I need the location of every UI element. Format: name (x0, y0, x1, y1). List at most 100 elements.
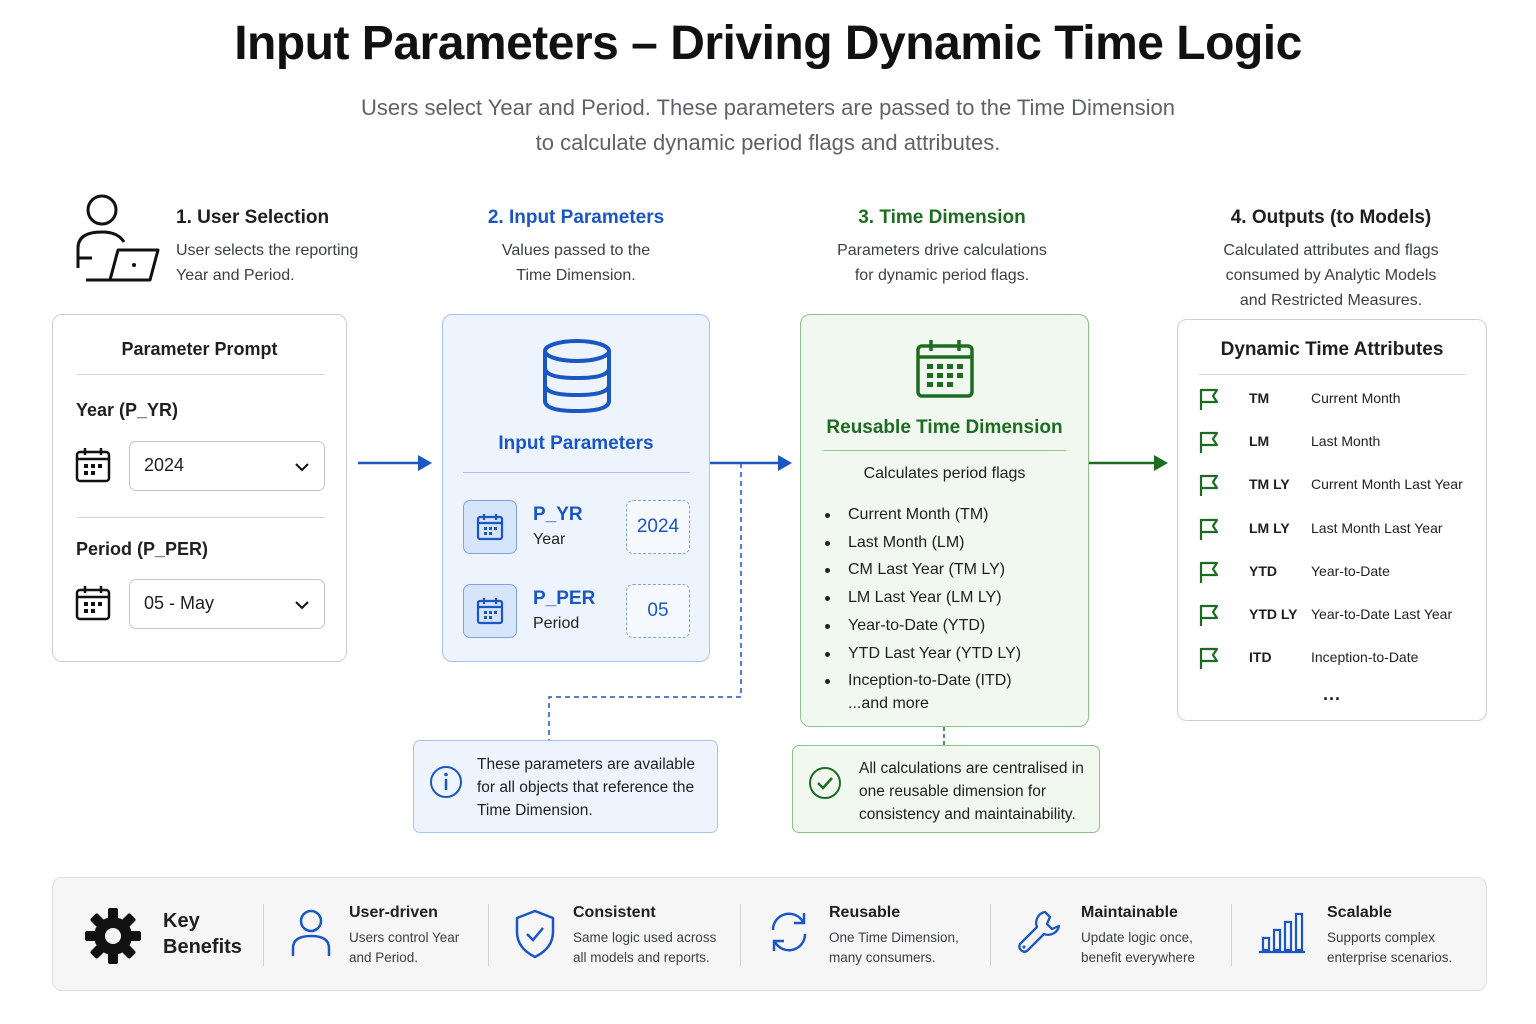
period-select[interactable]: 05 - May (129, 579, 325, 629)
key-benefits-title-line: Key (163, 910, 200, 932)
list-item: Inception-to-Date (ITD) (823, 667, 1021, 695)
benefit-desc: Supports complex enterprise scenarios. (1327, 930, 1453, 965)
calendar-icon (75, 586, 111, 621)
list-item: YTD Last Year (YTD LY) (823, 640, 1021, 668)
benefit-title: Consistent (573, 904, 656, 921)
attribute-name: Current Month (1311, 390, 1401, 406)
divider (77, 517, 325, 518)
benefit-desc: Same logic used across all models and re… (573, 930, 717, 965)
year-select-value: 2024 (144, 455, 185, 475)
period-flag-list: Current Month (TM) Last Month (LM) CM La… (823, 501, 1021, 695)
key-benefits-title: Key Benefits (163, 908, 242, 960)
step-4-desc-line: consumed by Analytic Models (1225, 267, 1437, 284)
step-1-title: 1. User Selection (176, 207, 330, 228)
benefit-desc: One Time Dimension, many consumers. (829, 930, 959, 965)
info-icon (430, 766, 462, 798)
list-item: CM Last Year (TM LY) (823, 556, 1021, 584)
param-year-icon-box (463, 500, 517, 554)
flag-icon (1199, 518, 1219, 540)
flag-icon (1199, 561, 1219, 583)
flag-icon (1199, 604, 1219, 626)
key-benefits-bar: Key Benefits User-driven Users control Y… (52, 877, 1487, 991)
gear-icon (85, 908, 141, 964)
flag-label: Last Month (LM) (848, 533, 965, 551)
divider (1199, 374, 1466, 375)
step-4-header: 4. Outputs (to Models) Calculated attrib… (1176, 206, 1486, 313)
calendar-icon (476, 514, 504, 541)
wrench-icon (1018, 910, 1061, 953)
year-select[interactable]: 2024 (129, 441, 325, 491)
step-2-desc-line: Time Dimension. (516, 267, 636, 284)
list-item: Last Month (LM) (823, 529, 1021, 557)
step-2-desc: Values passed to the Time Dimension. (436, 238, 716, 288)
param-year-value: 2024 (626, 500, 690, 554)
dynamic-time-attributes-card: Dynamic Time Attributes ... TM Current Mo… (1177, 319, 1487, 721)
param-period-value: 05 (626, 584, 690, 638)
list-item: LM Last Year (LM LY) (823, 584, 1021, 612)
step-1-desc-line: Year and Period. (176, 267, 295, 284)
attribute-name: Year-to-Date (1311, 562, 1390, 579)
parameters-availability-note: These parameters are available for all o… (413, 740, 718, 833)
shield-check-icon (515, 909, 555, 959)
dynamic-time-attributes-title: Dynamic Time Attributes (1220, 339, 1444, 360)
attribute-name: Year-to-Date Last Year (1311, 606, 1453, 622)
database-icon (543, 339, 611, 413)
divider (77, 374, 325, 375)
step-4-desc-line: and Restricted Measures. (1239, 292, 1423, 309)
subtitle-line-1: Users select Year and Period. These para… (360, 95, 1176, 120)
divider (463, 472, 690, 473)
attribute-name: Inception-to-Date (1311, 649, 1419, 666)
page-subtitle: Users select Year and Period. These para… (318, 90, 1218, 160)
flag-label: Year-to-Date (YTD) (848, 616, 986, 634)
parameters-note-text: These parameters are available for all o… (477, 756, 695, 819)
centralised-calculations-note: All calculations are centralised in one … (792, 745, 1100, 833)
step-3-title: 3. Time Dimension (858, 207, 1026, 228)
input-parameters-title: Input Parameters (498, 433, 654, 454)
key-benefits-title-line: Benefits (163, 936, 242, 958)
divider (263, 904, 264, 966)
time-dimension-subtitle: Calculates period flags (863, 465, 1026, 482)
bar-chart-icon (1259, 912, 1305, 954)
flag-icon (1199, 388, 1219, 410)
benefit-desc: Update logic once, benefit everywhere (1081, 930, 1196, 965)
more-flags-text: ...and more (848, 695, 929, 712)
benefit-desc: Users control Year and Period. (349, 930, 460, 965)
divider (740, 904, 741, 966)
attribute-row: ITD Inception-to-Date (1198, 646, 1483, 670)
attribute-name: Last Month (1311, 433, 1381, 450)
refresh-icon (771, 912, 807, 952)
page-title: Input Parameters – Driving Dynamic Time … (234, 17, 1302, 70)
flag-icon (1199, 648, 1219, 670)
calendar-icon (476, 598, 504, 625)
time-dimension-title: Reusable Time Dimension (826, 417, 1063, 438)
step-3-header: 3. Time Dimension Parameters drive calcu… (792, 206, 1092, 288)
benefit-title: Scalable (1327, 904, 1392, 921)
step-1-header: 1. User Selection User selects the repor… (176, 206, 416, 288)
attribute-code: ITD (1249, 649, 1272, 666)
step-4-desc: Calculated attributes and flags consumed… (1176, 238, 1486, 313)
divider (488, 904, 489, 966)
step-4-title: 4. Outputs (to Models) (1230, 207, 1432, 228)
attribute-code: TM (1249, 390, 1270, 406)
period-label: Period (P_PER) (76, 539, 209, 559)
param-year-sub: Year (533, 531, 566, 548)
calendar-grid-icon (916, 340, 974, 398)
attribute-code: LM (1249, 433, 1270, 450)
param-period-name: P_PER (533, 588, 596, 609)
step-3-desc: Parameters drive calculations for dynami… (792, 238, 1092, 288)
param-period-icon-box (463, 584, 517, 638)
flag-icon (1199, 432, 1219, 454)
more-attributes-ellipsis: ... (1322, 684, 1341, 704)
step-2-desc-line: Values passed to the (501, 242, 651, 259)
benefit-title: Reusable (829, 904, 901, 921)
param-period-sub: Period (533, 615, 580, 632)
list-item: Year-to-Date (YTD) (823, 612, 1021, 640)
user-laptop-icon (76, 194, 160, 282)
user-icon (291, 909, 331, 956)
subtitle-line-2: to calculate dynamic period flags and at… (535, 130, 1001, 155)
